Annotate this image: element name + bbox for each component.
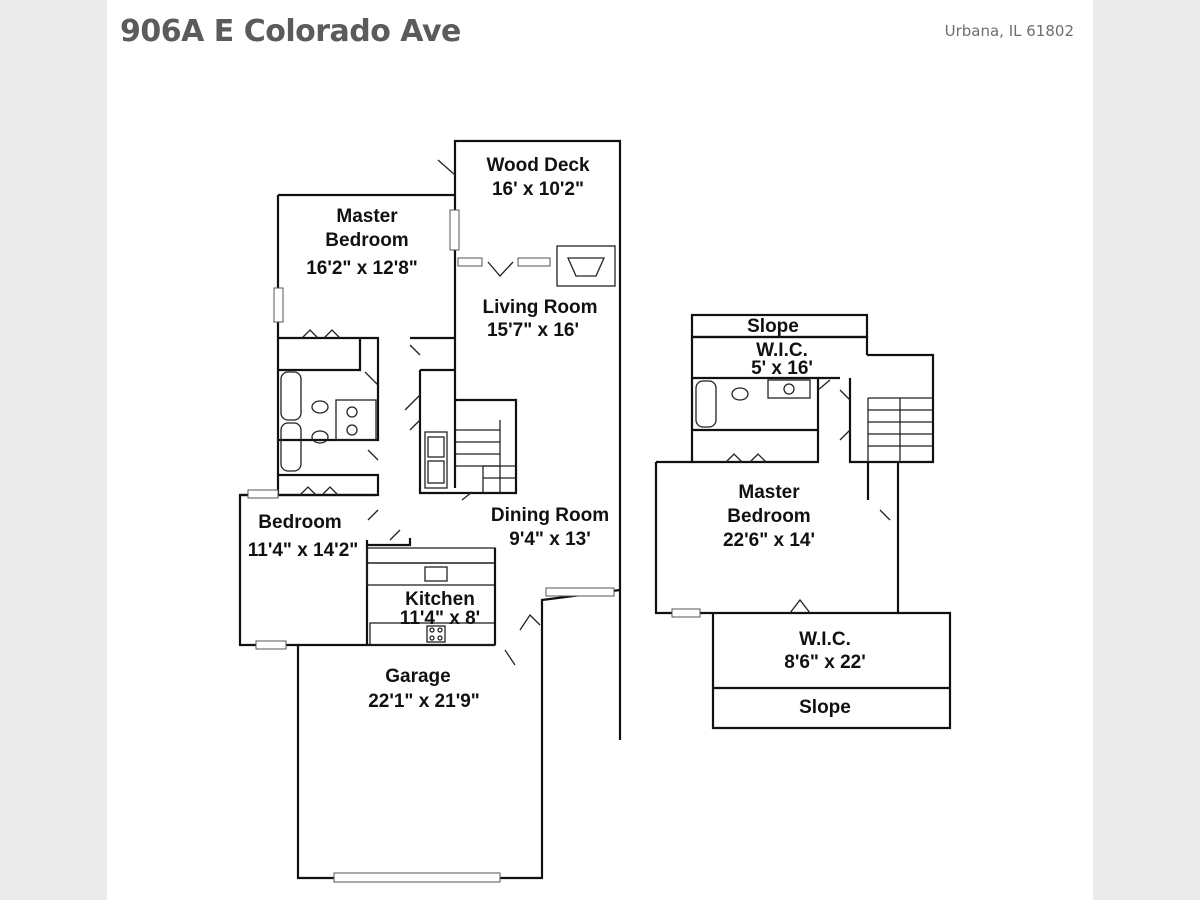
wic-small-dims: 5' x 16' (751, 358, 813, 379)
page-title: 906A E Colorado Ave (120, 14, 461, 49)
bedroom-dims: 11'4" x 14'2" (248, 540, 359, 561)
appliance-icon (424, 431, 448, 489)
door-icon (364, 371, 379, 386)
sink-icon (346, 406, 358, 418)
wood-deck-name: Wood Deck (486, 155, 590, 176)
dryer-icon (427, 460, 445, 484)
door-icon (487, 261, 514, 277)
wic-large-name: W.I.C. (799, 629, 851, 650)
door-icon (301, 329, 341, 339)
first-floor-walls (238, 139, 622, 880)
wood-deck-dims: 16' x 10'2" (492, 179, 584, 200)
door-icon (789, 598, 811, 614)
sink-icon (783, 383, 795, 395)
door-icon (299, 486, 339, 496)
first-floor-plan (238, 139, 622, 883)
upper-master-bedroom-name-2: Bedroom (727, 506, 810, 527)
second-floor-stairs (867, 397, 933, 462)
kitchen-sink-icon (424, 566, 448, 582)
washer-icon (427, 436, 445, 458)
second-floor-walls (654, 313, 952, 730)
vanity-icon (335, 399, 377, 441)
door-icon (504, 649, 516, 666)
first-floor-doors (299, 159, 541, 666)
toilet-icon (311, 430, 329, 444)
door-icon (879, 509, 891, 521)
second-floor-fixtures (695, 379, 811, 428)
door-icon (461, 491, 473, 501)
garage-dims: 22'1" x 21'9" (368, 691, 480, 712)
first-floor-stairs (455, 420, 516, 493)
dining-room-name: Dining Room (491, 505, 609, 526)
wic-large-dims: 8'6" x 22' (784, 652, 865, 673)
door-icon (725, 453, 767, 463)
slope-top-name: Slope (747, 316, 799, 337)
second-floor-doors (725, 379, 891, 614)
master-bedroom-name-1: Master (336, 206, 398, 227)
garage-name: Garage (385, 666, 450, 687)
door-icon (404, 394, 421, 411)
bathtub-icon (280, 371, 302, 421)
dining-room-dims: 9'4" x 13' (509, 529, 590, 550)
kitchen-name: Kitchen (405, 589, 475, 610)
door-icon (409, 419, 421, 431)
room-labels: Wood Deck 16' x 10'2" Master Bedroom 16'… (248, 155, 866, 718)
door-icon (817, 379, 831, 391)
first-floor-fixtures (280, 245, 616, 643)
first-floor-windows (247, 209, 615, 883)
living-room-dims: 15'7" x 16' (487, 320, 579, 341)
door-icon (839, 389, 851, 401)
door-icon (367, 509, 379, 521)
door-icon (437, 159, 456, 176)
door-icon (839, 429, 851, 441)
fireplace-icon (556, 245, 616, 287)
toilet-icon (311, 400, 329, 414)
kitchen-dims: 11'4" x 8' (400, 608, 480, 629)
floor-plan-sheet (107, 0, 1093, 900)
slope-bottom-name: Slope (799, 697, 851, 718)
sink-icon (346, 424, 358, 436)
upper-master-bedroom-dims: 22'6" x 14' (723, 530, 815, 551)
upper-master-bedroom-name-1: Master (738, 482, 800, 503)
stove-icon (426, 625, 446, 643)
bedroom-name: Bedroom (258, 512, 341, 533)
vanity-icon (767, 379, 811, 399)
door-icon (519, 613, 541, 631)
second-floor-windows (671, 608, 701, 618)
door-icon (367, 449, 379, 461)
wic-small-name: W.I.C. (756, 340, 808, 361)
second-floor-plan (654, 313, 952, 730)
location-text: Urbana, IL 61802 (944, 22, 1074, 40)
door-icon (389, 529, 401, 541)
bathtub-icon (280, 422, 302, 472)
toilet-icon (731, 387, 749, 401)
door-icon (409, 344, 421, 356)
bathtub-icon (695, 380, 717, 428)
master-bedroom-name-2: Bedroom (325, 230, 408, 251)
master-bedroom-dims: 16'2" x 12'8" (306, 258, 418, 279)
living-room-name: Living Room (482, 297, 597, 318)
